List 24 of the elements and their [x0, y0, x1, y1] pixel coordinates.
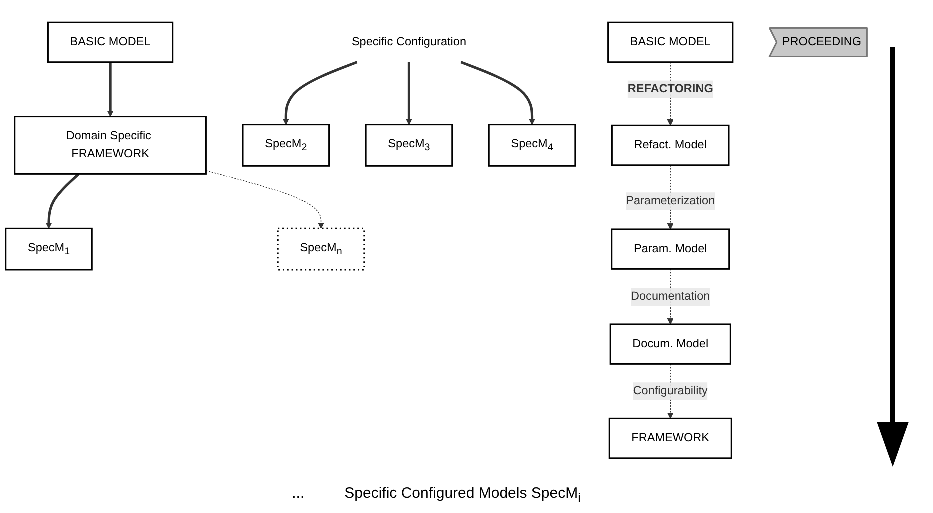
note-text: ...: [292, 485, 305, 504]
node-box: BASIC MODEL: [608, 22, 734, 64]
note-text: Specific Configured Models SpecM$_{i}$: [344, 485, 581, 505]
node-box: Refact. Model: [611, 124, 730, 166]
edge-label: Configurability: [633, 384, 708, 398]
node-box: FRAMEWORK: [608, 418, 732, 460]
node-box: SpecM$_{4}$: [488, 124, 576, 167]
arrow: [406, 62, 412, 126]
node-box: Docum. Model: [610, 324, 732, 365]
edge-label: Documentation: [631, 290, 710, 304]
node-box: SpecM$_{3}$: [365, 124, 454, 167]
arrow: [460, 61, 536, 126]
edge-label: REFACTORING: [628, 82, 714, 96]
arrow: [107, 62, 114, 118]
arrow: [46, 173, 80, 229]
node-box: Domain Specific FRAMEWORK: [14, 116, 207, 175]
node-box: SpecM$_{1}$: [5, 228, 93, 271]
arrow: [206, 170, 324, 229]
node-box: BASIC MODEL: [48, 22, 174, 64]
arrow: [282, 61, 358, 126]
node-text: Specific Configuration: [352, 36, 466, 48]
node-box: SpecM$_{2}$: [242, 124, 330, 167]
edge-label: Parameterization: [626, 194, 716, 208]
node-box: Param. Model: [611, 228, 730, 270]
